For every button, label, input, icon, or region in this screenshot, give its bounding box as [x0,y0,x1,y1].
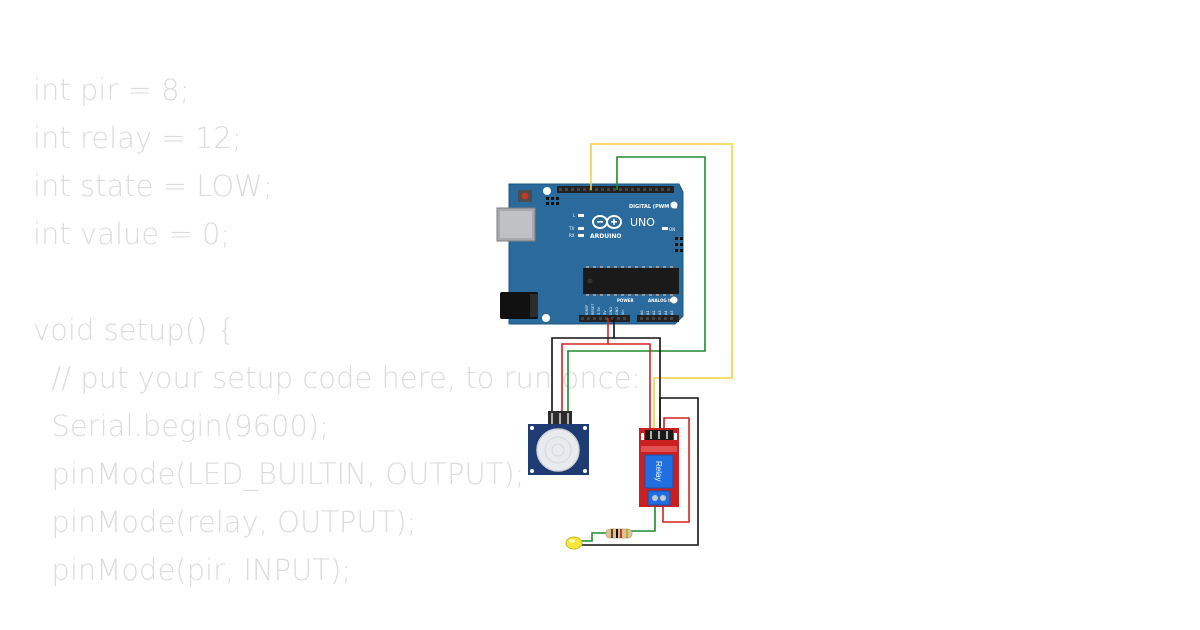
mounting-hole [530,426,534,430]
bottom-header-pins [581,317,673,320]
usb-port-inner [500,211,532,238]
code-line: int relay = 12; [33,121,242,155]
wire-green[interactable] [631,505,656,532]
code-line: Serial.begin(9600); [33,409,330,443]
pin-label: GND [609,307,613,315]
icsp-header-right [675,237,683,252]
arduino-model-label: UNO [630,216,655,229]
pin-label: A0 [640,310,644,315]
wire-red[interactable] [662,417,690,523]
code-line: pinMode(pir, INPUT); [33,553,352,587]
relay-components [641,446,677,452]
pin-label: A1 [646,310,650,315]
led-tx-indicator [578,227,584,230]
wire-red[interactable] [561,318,609,425]
pir-lens-ring [544,436,572,464]
pir-fresnel-lens [536,428,580,472]
led-yellow[interactable] [565,536,583,550]
power-header[interactable] [579,315,630,322]
wire-green[interactable] [581,532,606,542]
digital-header-label: DIGITAL (PWM ~) [629,204,677,210]
pir-motion-sensor[interactable] [528,411,589,475]
pin-label: GND [615,307,619,315]
wire-green[interactable] [567,156,706,425]
dc-power-jack-front [530,294,538,317]
mounting-hole [583,426,587,430]
pin-label: 5V [603,310,607,315]
resistor[interactable] [605,528,633,539]
digital-header-pins [559,188,670,191]
pin-label: A3 [658,310,662,315]
pin-label: 3.3V [597,306,601,315]
mounting-hole [670,296,678,304]
icsp-header-top [546,197,559,205]
pin-label: IOREF [585,305,589,315]
code-line: int state = LOW; [33,169,273,203]
screw [660,495,666,501]
pir-lens-ring [551,443,565,457]
led-label-tx: TX [568,226,574,231]
wire-red[interactable] [608,343,651,430]
dc-power-jack [500,292,538,319]
mounting-hole [530,469,534,473]
relay-led [641,433,644,440]
arduino-uno-board[interactable]: DIGITAL (PWM ~) ARDUINO UNO L TX RX ON [496,183,684,325]
mounting-hole [543,187,551,195]
led-label-on: ON [669,227,675,232]
code-editor-background: int pir = 8; int relay = 12; int state =… [33,66,641,594]
reset-button-cap [521,192,529,200]
code-line: int pir = 8; [33,73,190,107]
pin-label: A4 [664,310,668,315]
led-rx-indicator [578,234,584,237]
analog-header-label: ANALOG IN [648,298,673,303]
code-line: // put your setup code here, to run once… [33,361,642,395]
relay-screw-terminal[interactable] [647,490,671,506]
wire-black[interactable] [551,318,615,425]
code-line: pinMode(relay, OUTPUT); [33,505,417,539]
led-on-indicator [662,227,668,230]
code-line: void setup() { [33,313,235,347]
wire-yellow[interactable] [590,143,733,430]
mounting-hole [542,314,550,322]
led-label-l: L [573,213,576,218]
pin-label: Vin [621,309,625,315]
pin-label: RESET [591,303,595,315]
relay-coil-box [644,454,674,489]
relay-label: Relay [654,461,663,481]
arduino-brand-label: ARDUINO [590,233,621,240]
led-l-indicator [578,214,584,217]
atmega-chip [583,266,679,296]
arduino-logo [592,215,622,229]
pin-label: A5 [670,310,674,315]
mounting-hole [670,201,678,209]
wire-black[interactable] [581,397,699,546]
relay-led [674,433,677,440]
power-header-label: POWER [617,298,634,303]
code-line: pinMode(LED_BUILTIN, OUTPUT); [33,457,525,491]
relay-module[interactable]: Relay [639,428,679,507]
pin-label: A2 [652,310,656,315]
wires [551,143,733,546]
mounting-hole [583,469,587,473]
code-line: int value = 0; [33,217,231,251]
screw [652,495,658,501]
led-label-rx: RX [569,233,575,238]
